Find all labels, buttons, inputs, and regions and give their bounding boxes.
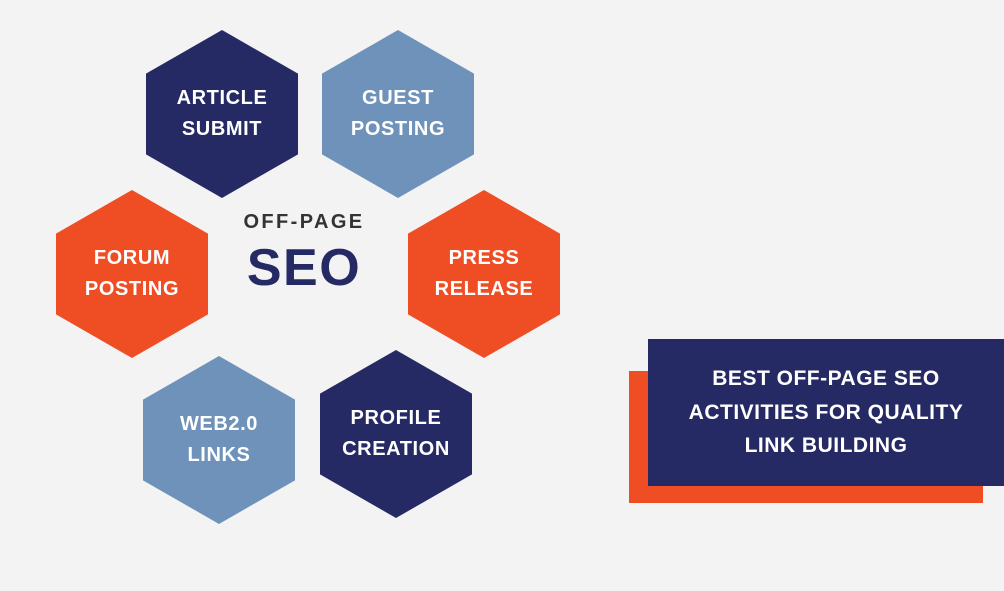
hexagon-forum-posting: FORUM POSTING (56, 190, 208, 358)
hexagon-profile-creation: PROFILE CREATION (320, 350, 472, 518)
honeycomb-cluster: ARTICLE SUBMIT GUEST POSTING FORUM POSTI… (56, 30, 560, 524)
hexagon-label-article-submit: ARTICLE SUBMIT (176, 87, 268, 140)
hexagon-article-submit: ARTICLE SUBMIT (146, 30, 298, 198)
title-banner: BEST OFF-PAGE SEO ACTIVITIES FOR QUALITY… (629, 339, 1004, 503)
banner-plate: BEST OFF-PAGE SEO ACTIVITIES FOR QUALITY… (648, 339, 1004, 486)
hexagon-press-release: PRESS RELEASE (408, 190, 560, 358)
center-title-block: OFF-PAGE SEO (214, 212, 394, 294)
hexagon-label-profile-creation: PROFILE CREATION (342, 407, 450, 460)
hexagon-label-press-release: PRESS RELEASE (434, 247, 534, 300)
banner-title-text: BEST OFF-PAGE SEO ACTIVITIES FOR QUALITY… (688, 367, 964, 458)
hexagon-web20-links: WEB2.0 LINKS (143, 356, 295, 524)
hexagon-label-guest-posting: GUEST POSTING (350, 87, 446, 140)
center-kicker: OFF-PAGE (243, 211, 365, 233)
hexagon-label-web20-links: WEB2.0 LINKS (179, 413, 259, 466)
hexagon-guest-posting: GUEST POSTING (322, 30, 474, 198)
hexagon-label-forum-posting: FORUM POSTING (84, 247, 180, 300)
center-headline: SEO (246, 239, 362, 297)
